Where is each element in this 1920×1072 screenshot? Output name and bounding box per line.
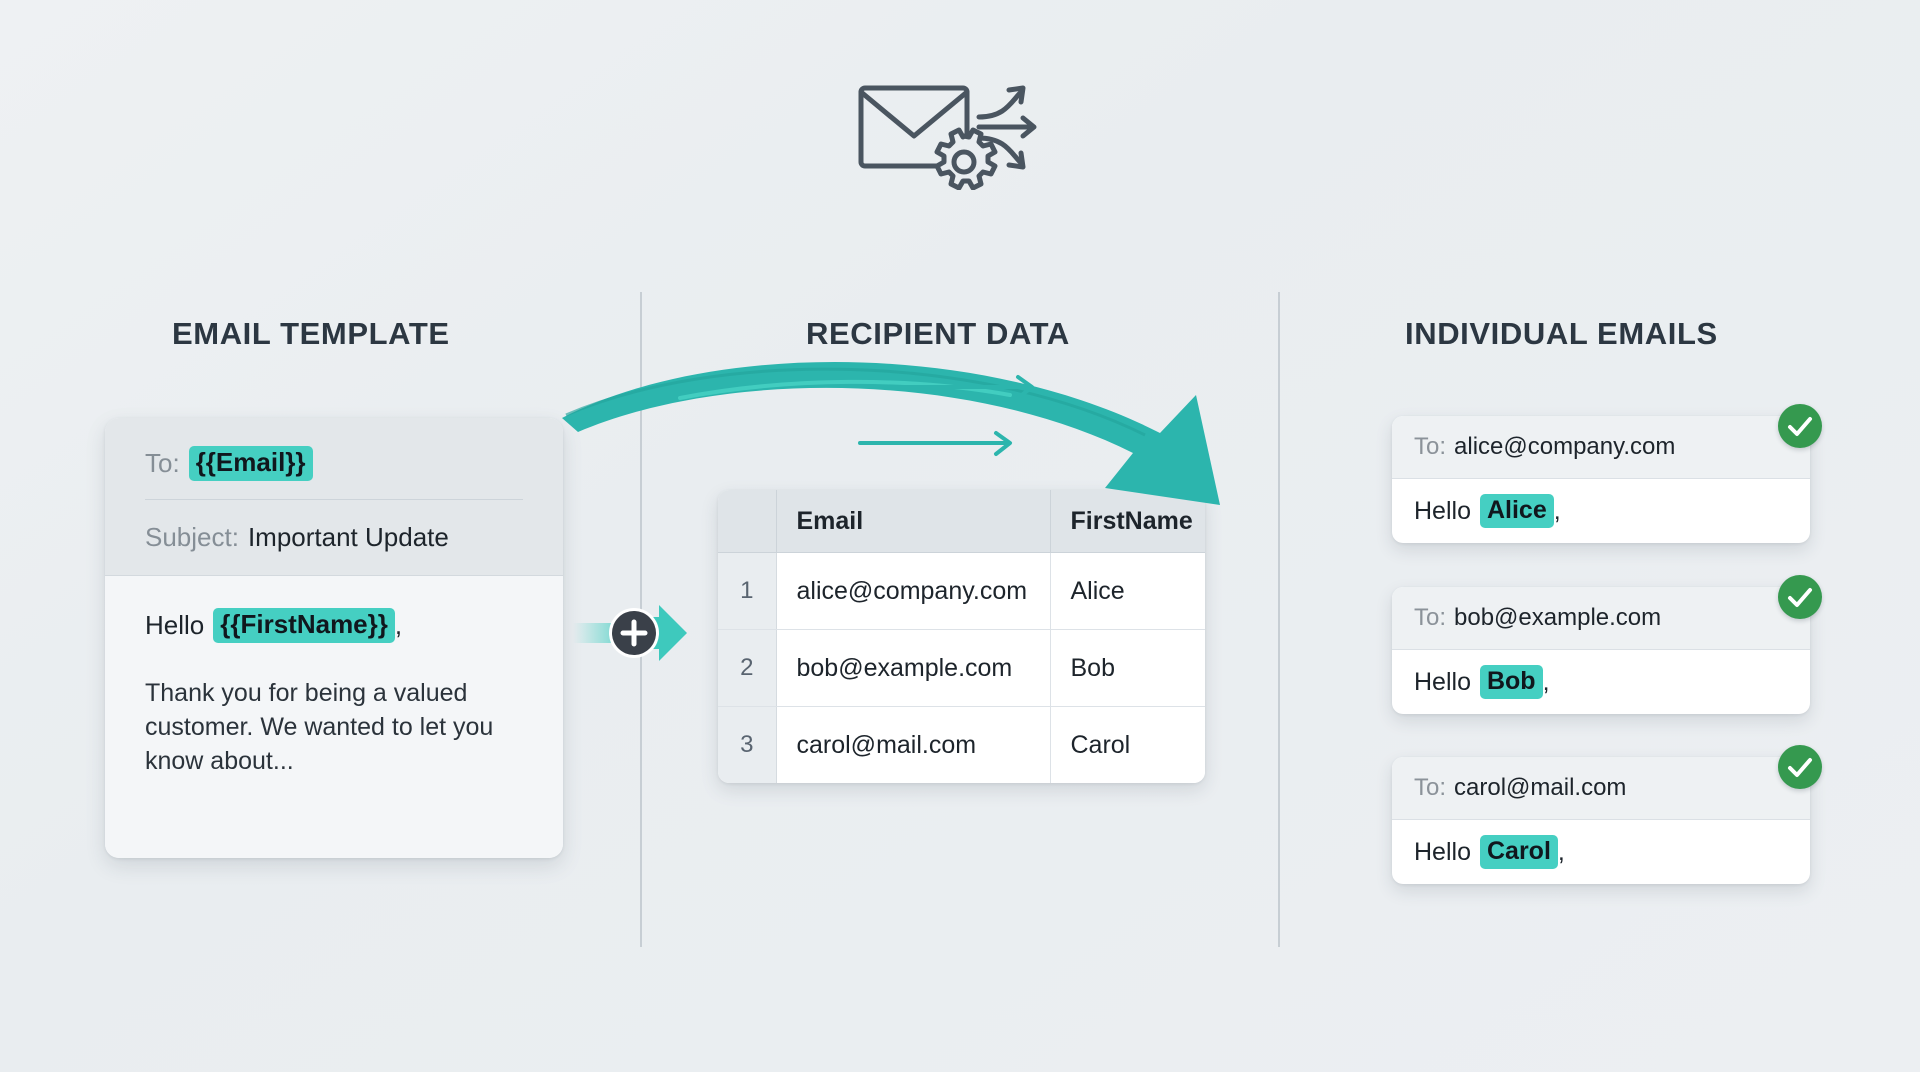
table-cell-email[interactable]: carol@mail.com xyxy=(776,706,1051,783)
individual-email-card[interactable]: To: carol@mail.com Hello Carol , xyxy=(1392,757,1810,884)
email-greeting-comma: , xyxy=(1557,837,1565,866)
table-cell-index: 3 xyxy=(718,706,777,783)
table-header-index xyxy=(718,490,777,553)
table-cell-firstname[interactable]: Bob xyxy=(1050,629,1205,707)
email-card-body: Hello Bob , xyxy=(1392,650,1810,714)
email-to-value: bob@example.com xyxy=(1454,604,1662,631)
email-to-value: carol@mail.com xyxy=(1454,774,1627,801)
divider-right xyxy=(1278,292,1280,947)
individual-email-card[interactable]: To: bob@example.com Hello Bob , xyxy=(1392,587,1810,714)
table-row[interactable]: 2 bob@example.com Bob xyxy=(718,629,1205,707)
email-greeting-comma: , xyxy=(1553,496,1561,525)
template-subject-row: Subject: Important Update xyxy=(145,500,523,553)
table-cell-firstname[interactable]: Alice xyxy=(1050,552,1205,630)
template-subject-value: Important Update xyxy=(247,522,449,553)
template-greeting-lead: Hello xyxy=(145,610,205,641)
table-cell-index: 2 xyxy=(718,629,777,707)
table-cell-index: 1 xyxy=(718,552,777,630)
email-card-body: Hello Carol , xyxy=(1392,820,1810,884)
template-email-token: {{Email}} xyxy=(188,446,313,482)
email-greeting-lead: Hello xyxy=(1414,837,1471,866)
email-to-label: To: xyxy=(1414,433,1447,460)
recipient-data-table[interactable]: Email FirstName 1 alice@company.com Alic… xyxy=(718,490,1205,783)
email-card-body: Hello Alice , xyxy=(1392,479,1810,543)
check-icon xyxy=(1778,575,1822,619)
email-to-label: To: xyxy=(1414,604,1447,631)
template-paragraph: Thank you for being a valued customer. W… xyxy=(145,679,494,776)
table-header-email: Email xyxy=(776,490,1051,553)
individual-email-card[interactable]: To: alice@company.com Hello Alice , xyxy=(1392,416,1810,543)
envelope-gear-distribute-icon xyxy=(855,70,1065,191)
table-header-firstname: FirstName xyxy=(1050,490,1205,553)
table-row[interactable]: 1 alice@company.com Alice xyxy=(718,552,1205,630)
email-card-header: To: alice@company.com xyxy=(1392,416,1810,479)
email-merged-name: Alice xyxy=(1479,494,1554,528)
merge-connector xyxy=(573,597,693,669)
table-cell-email[interactable]: bob@example.com xyxy=(776,629,1051,707)
template-subject-label: Subject: xyxy=(145,522,239,553)
email-to-label: To: xyxy=(1414,774,1447,801)
template-to-label: To: xyxy=(145,448,180,479)
email-greeting-comma: , xyxy=(1542,667,1550,696)
email-template-body: Hello {{FirstName}} , Thank you for bein… xyxy=(105,576,563,858)
column-title-recipient-data: RECIPIENT DATA xyxy=(806,316,1070,351)
table-row[interactable]: 3 carol@mail.com Carol xyxy=(718,706,1205,783)
email-greeting-lead: Hello xyxy=(1414,667,1471,696)
check-icon xyxy=(1778,404,1822,448)
table-cell-email[interactable]: alice@company.com xyxy=(776,552,1051,630)
template-greeting-row: Hello {{FirstName}} , xyxy=(145,608,523,644)
column-title-email-template: EMAIL TEMPLATE xyxy=(172,316,450,351)
table-header-row: Email FirstName xyxy=(718,490,1205,553)
email-template-header: To: {{Email}} Subject: Important Update xyxy=(105,418,563,577)
email-template-card[interactable]: To: {{Email}} Subject: Important Update … xyxy=(105,418,563,858)
email-merged-name: Carol xyxy=(1479,835,1558,869)
email-merged-name: Bob xyxy=(1479,665,1543,699)
template-firstname-token: {{FirstName}} xyxy=(213,608,395,644)
column-title-individual-emails: INDIVIDUAL EMAILS xyxy=(1405,316,1718,351)
email-to-value: alice@company.com xyxy=(1454,433,1676,460)
template-greeting-comma: , xyxy=(394,610,403,641)
template-to-row: To: {{Email}} xyxy=(145,446,523,501)
check-icon xyxy=(1778,745,1822,789)
table-cell-firstname[interactable]: Carol xyxy=(1050,706,1205,783)
email-greeting-lead: Hello xyxy=(1414,496,1471,525)
email-card-header: To: bob@example.com xyxy=(1392,587,1810,650)
email-card-header: To: carol@mail.com xyxy=(1392,757,1810,820)
